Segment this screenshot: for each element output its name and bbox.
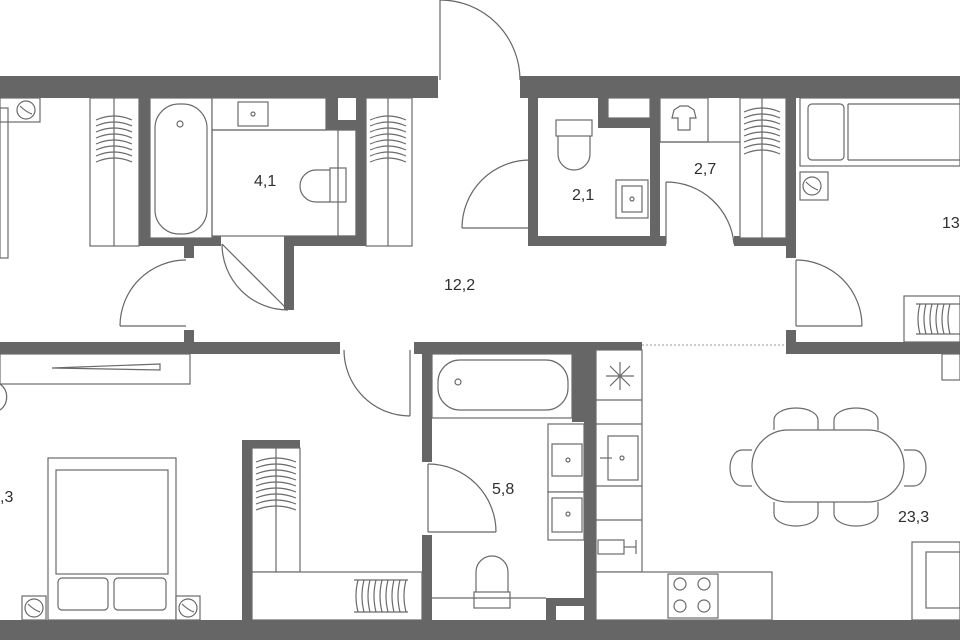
room-area-bath-top: 4,1 xyxy=(254,173,276,190)
sink-icon xyxy=(547,423,585,493)
wardrobe-icon xyxy=(365,97,413,247)
sink-icon xyxy=(547,491,585,541)
room-area-wc: 2,1 xyxy=(572,187,594,204)
wardrobe-icon xyxy=(739,97,787,239)
bathtub-icon xyxy=(431,353,573,419)
room-area-living-kitchen: 23,3 xyxy=(898,509,929,526)
wardrobe-icon xyxy=(251,447,301,573)
kitchen-counter xyxy=(595,349,643,573)
room-area-bath-bottom: 5,8 xyxy=(492,481,514,498)
toilet-icon xyxy=(555,119,593,171)
room-area-corridor: 12,2 xyxy=(444,277,475,294)
sofa-icon xyxy=(911,541,960,621)
stove-icon xyxy=(595,571,773,621)
bed-icon xyxy=(47,457,177,621)
sink-icon xyxy=(600,435,639,481)
doors xyxy=(119,0,863,533)
bed-icon xyxy=(799,97,960,167)
dining-table-icon xyxy=(729,407,927,527)
fridge-icon xyxy=(606,362,634,390)
shirt-icon xyxy=(659,97,709,143)
radiator-icon xyxy=(903,295,960,343)
room-area-bedroom-right: 13 xyxy=(942,215,960,232)
room-area-laundry: 2,7 xyxy=(694,161,716,178)
dishwasher-icon xyxy=(597,539,637,555)
sink-icon xyxy=(211,97,327,131)
room-area-bedroom-left: ,3 xyxy=(0,489,13,506)
walls xyxy=(0,76,960,640)
radiator-icon xyxy=(354,579,408,613)
toilet-icon xyxy=(473,555,511,609)
sink-icon xyxy=(615,179,649,219)
bathtub-icon xyxy=(149,97,213,239)
toilet-icon xyxy=(299,167,347,203)
wardrobe-icon xyxy=(89,97,140,247)
